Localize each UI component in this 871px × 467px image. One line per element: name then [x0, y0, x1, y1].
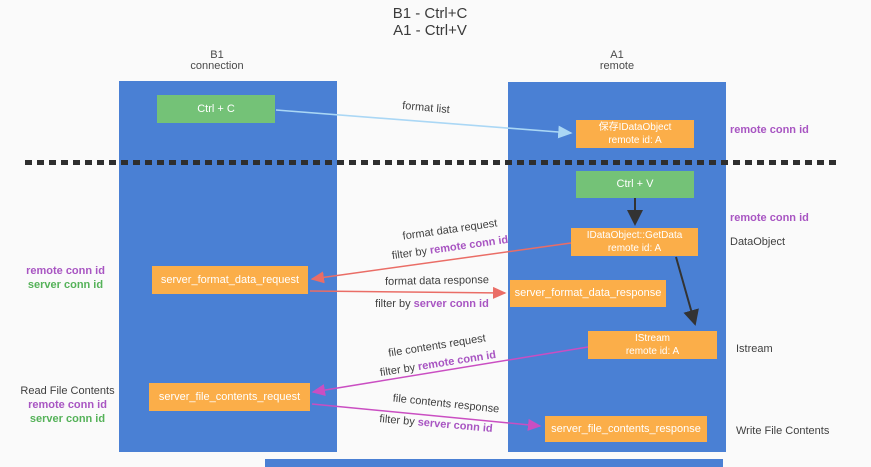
- left-lane-header: B1 connection: [157, 50, 277, 72]
- istream-line1: IStream: [634, 333, 670, 344]
- right-clipboard-remote-conn-id-label: remote conn id: [730, 124, 809, 136]
- right-dataobject-remote-conn-id-label: remote conn id: [730, 212, 809, 224]
- title-line-1: B1 - Ctrl+C: [392, 5, 468, 22]
- remote-conn-id-label: remote conn id: [28, 399, 107, 411]
- server-format-data-request-node: server_format_data_request: [152, 266, 308, 294]
- server-conn-id-text: server conn id: [417, 416, 494, 435]
- filter-by-text: filter by: [391, 245, 428, 263]
- clipboard-boundary-dashed-line: [25, 160, 840, 165]
- write-file-contents-label: Write File Contents: [736, 425, 830, 437]
- save-idataobject-node: 保存IDataObject remote id: A: [576, 120, 694, 148]
- server-file-contents-response-node: server_file_contents_response: [545, 416, 707, 442]
- title-line-2: A1 - Ctrl+V: [393, 22, 467, 39]
- server-file-contents-request-label: server_file_contents_request: [158, 391, 301, 403]
- ctrl-c-label: Ctrl + C: [197, 103, 235, 115]
- right-lane-header: A1 remote: [557, 50, 677, 72]
- format-data-response-arrow-label: format data response: [384, 274, 490, 288]
- left-format-conn-ids: remote conn id server conn id: [18, 264, 113, 292]
- istream-line2: remote id: A: [625, 346, 680, 357]
- server-conn-id-text: server conn id: [413, 298, 489, 310]
- server-file-contents-request-node: server_file_contents_request: [149, 383, 310, 411]
- left-lane-role: connection: [190, 60, 244, 72]
- server-conn-id-label: server conn id: [29, 413, 106, 425]
- format-list-arrow-label: format list: [401, 99, 451, 117]
- ctrl-v-label: Ctrl + V: [616, 178, 654, 190]
- filter-by-text: filter by: [378, 413, 416, 429]
- istream-margin-label: Istream: [736, 343, 773, 355]
- istream-node: IStream remote id: A: [588, 331, 717, 359]
- filter-by-text: filter by: [375, 298, 411, 310]
- remote-conn-id-text: remote conn id: [429, 233, 509, 257]
- server-file-contents-response-label: server_file_contents_response: [551, 423, 701, 435]
- right-lane-role: remote: [599, 60, 635, 72]
- idataobject-getdata-line1: IDataObject::GetData: [586, 230, 683, 241]
- left-file-labels: Read File Contents remote conn id server…: [16, 384, 119, 426]
- diagram-title: B1 - Ctrl+C A1 - Ctrl+V: [340, 5, 520, 39]
- filter-by-text: filter by: [379, 361, 417, 380]
- left-lane-name: B1: [210, 49, 224, 61]
- ctrl-v-node: Ctrl + V: [576, 171, 694, 198]
- format-data-response-arrow: [309, 286, 507, 299]
- file-contents-response-arrow-label: file contents response: [392, 392, 500, 416]
- idataobject-getdata-line2: remote id: A: [607, 243, 662, 254]
- save-idataobject-line2: remote id: A: [608, 135, 662, 146]
- idataobject-getdata-node: IDataObject::GetData remote id: A: [571, 228, 698, 256]
- ctrl-c-node: Ctrl + C: [157, 95, 275, 123]
- server-conn-id-label: server conn id: [27, 279, 104, 291]
- server-format-data-request-label: server_format_data_request: [160, 274, 300, 286]
- server-format-data-response-label: server_format_data_response: [514, 287, 662, 299]
- right-lane-name: A1: [610, 49, 624, 61]
- read-file-contents-label: Read File Contents: [20, 385, 115, 397]
- bottom-partial-lane-rect: [265, 459, 723, 467]
- dataobject-label: DataObject: [730, 236, 786, 248]
- server-format-data-response-node: server_format_data_response: [510, 280, 666, 307]
- remote-conn-id-label: remote conn id: [26, 265, 105, 277]
- save-idataobject-line1: 保存IDataObject: [598, 122, 672, 133]
